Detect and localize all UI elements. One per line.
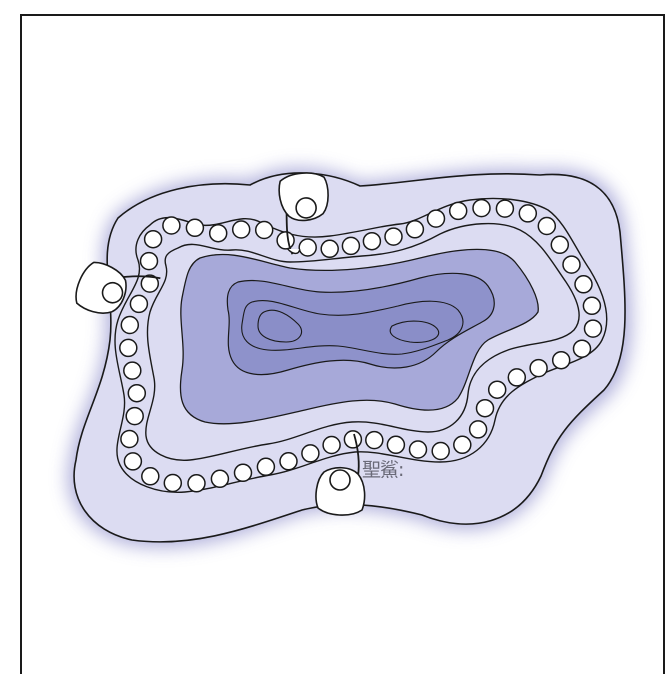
track-counter xyxy=(127,383,147,403)
core-contour-2 xyxy=(241,300,464,355)
track-counter xyxy=(256,457,276,477)
track-counter xyxy=(408,440,428,459)
track-counter xyxy=(572,339,592,358)
track-counter xyxy=(529,358,548,378)
track-counter xyxy=(495,199,515,218)
track-counter xyxy=(254,220,274,240)
track-counter xyxy=(298,238,317,257)
track-counter xyxy=(362,231,382,251)
track-counter xyxy=(426,209,446,228)
track-counter xyxy=(551,350,571,370)
track-counter xyxy=(507,368,527,387)
player-bottom-body xyxy=(315,466,366,516)
track-counter xyxy=(582,296,602,316)
track-counter xyxy=(123,452,143,471)
track-counter xyxy=(537,216,557,236)
track-counter xyxy=(129,294,149,314)
core-contour-3 xyxy=(257,309,303,343)
track-counter xyxy=(472,198,491,218)
core-contour-4 xyxy=(389,320,440,343)
track-counter xyxy=(562,255,581,274)
track-inner-edge xyxy=(145,222,580,461)
track-counter xyxy=(139,251,159,271)
track-counter xyxy=(162,216,181,235)
track-counter xyxy=(141,467,160,486)
track-counter xyxy=(574,275,593,294)
track-counter xyxy=(233,463,253,483)
track-counter xyxy=(386,435,406,455)
track-counter xyxy=(518,204,538,223)
track-counter xyxy=(210,469,230,489)
track-counter xyxy=(231,220,251,239)
figure-frame xyxy=(20,14,665,674)
track-counter xyxy=(583,319,603,338)
track-counter xyxy=(276,231,295,250)
track-counter xyxy=(125,406,144,426)
track-counter xyxy=(185,218,205,238)
track-counter xyxy=(163,473,183,493)
player-top xyxy=(278,172,329,255)
player-bottom xyxy=(315,433,366,516)
track-counter xyxy=(343,430,363,449)
track-counter xyxy=(487,380,507,399)
track-counter xyxy=(341,236,361,256)
track-counter xyxy=(475,398,495,418)
track-counter xyxy=(301,444,320,463)
track-counter xyxy=(140,274,160,293)
track-counter xyxy=(468,420,488,439)
watermark: 聖鯊: xyxy=(362,459,403,481)
track-counter xyxy=(279,452,298,471)
player-left-arm xyxy=(122,275,161,280)
track-counter xyxy=(120,315,140,335)
track-counter xyxy=(453,435,472,455)
track-counter xyxy=(320,239,339,259)
track-outer-edge xyxy=(114,197,608,493)
track-counter xyxy=(365,430,384,450)
track-counter xyxy=(208,223,228,243)
track-counter xyxy=(322,435,341,455)
player-top-head xyxy=(295,197,317,219)
player-bottom-head xyxy=(329,469,351,491)
player-left xyxy=(75,261,161,314)
track-counters xyxy=(119,198,603,493)
track-counter xyxy=(550,235,570,255)
track-counter xyxy=(384,227,403,246)
track-counter xyxy=(123,361,142,380)
track-counter xyxy=(431,441,450,461)
player-left-head xyxy=(101,281,124,304)
track-counter xyxy=(120,429,139,449)
track-counter xyxy=(448,201,468,221)
track-counter xyxy=(119,338,138,358)
player-bottom-arm xyxy=(353,433,360,477)
player-top-hand xyxy=(287,248,301,255)
track-counter xyxy=(405,220,425,239)
track-counter xyxy=(187,474,206,493)
track-counter xyxy=(143,229,163,249)
